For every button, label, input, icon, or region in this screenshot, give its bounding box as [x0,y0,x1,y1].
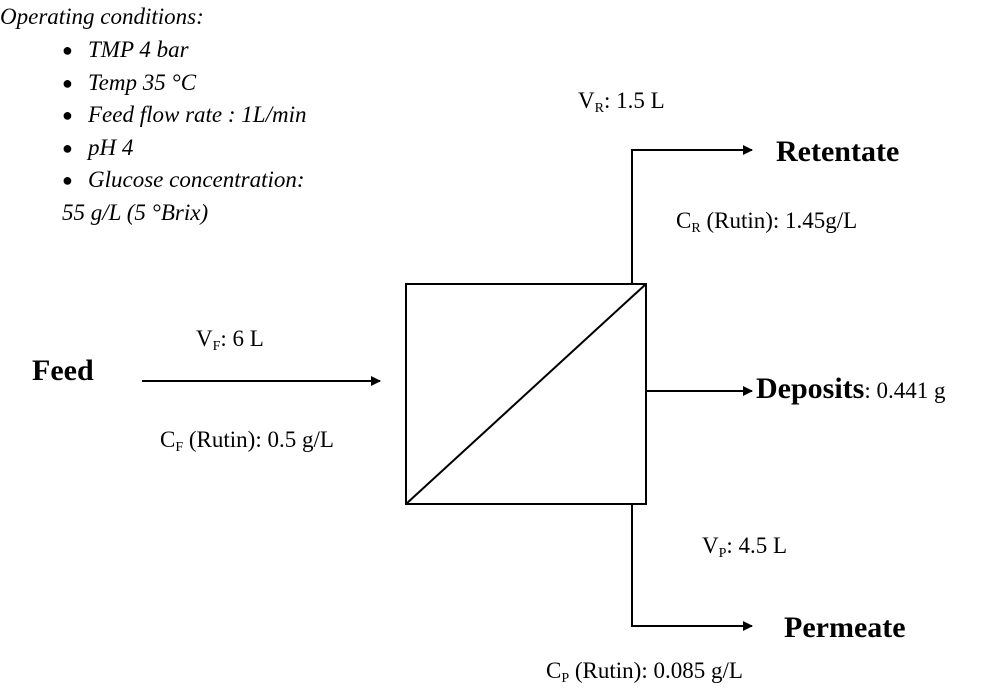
condition-item: ●Feed flow rate : 1L/min [62,99,306,132]
retentate-volume-label: VR: 1.5 L [578,88,665,116]
deposits-value: : 0.441 g [864,378,946,403]
bullet-icon: ● [62,105,73,125]
condition-item: ●Glucose concentration: [62,164,306,197]
membrane-module-box [405,283,647,505]
permeate-label: Permeate [784,611,906,644]
deposits-label: Deposits [756,372,865,405]
permeate-concentration-label: CP (Rutin): 0.085 g/L [546,658,743,686]
operating-conditions-list: ●TMP 4 bar ●Temp 35 °C ●Feed flow rate :… [62,34,306,197]
bullet-icon: ● [62,72,73,93]
feed-label: Feed [32,354,94,387]
membrane-diagonal [405,283,647,505]
bullet-icon: ● [62,137,73,158]
condition-item: ●Temp 35 °C [62,67,306,100]
deposits-group: Deposits: 0.441 g [756,372,945,406]
operating-conditions-title: Operating conditions: [0,4,204,29]
bullet-icon: ● [62,170,73,190]
condition-item: ●TMP 4 bar [62,34,306,67]
retentate-arrow [631,145,753,284]
bullet-icon: ● [62,40,73,60]
retentate-label: Retentate [776,135,900,168]
permeate-arrow [631,504,753,631]
feed-concentration-label: CF (Rutin): 0.5 g/L [160,427,334,455]
retentate-concentration-label: CR (Rutin): 1.45g/L [676,208,858,236]
feed-volume-label: VF: 6 L [196,326,264,354]
glucose-concentration-value: 55 g/L (5 °Brix) [62,200,209,225]
condition-item: ●pH 4 [62,132,306,165]
permeate-volume-label: VP: 4.5 L [702,533,788,561]
